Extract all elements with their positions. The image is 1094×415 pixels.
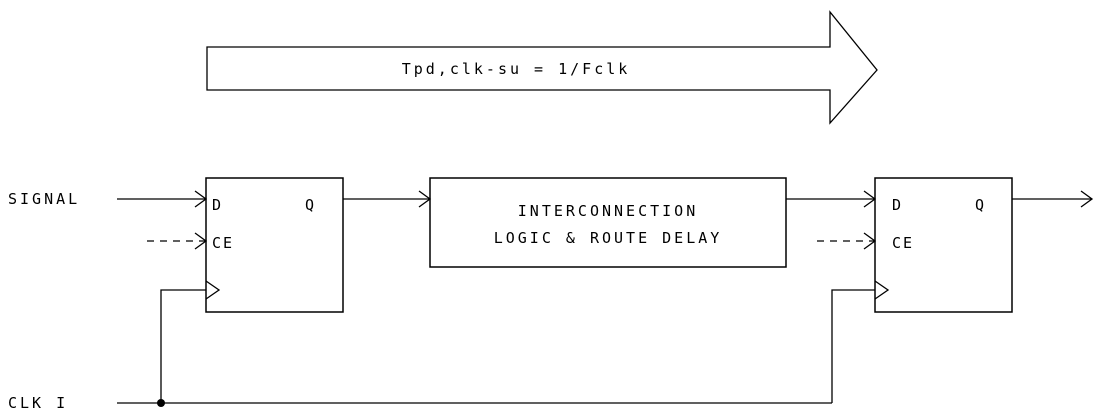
flipflop-left-clock-marker [205, 280, 221, 300]
flipflop-right-q-pin: Q [975, 196, 986, 214]
flipflop-right [874, 177, 1013, 313]
signal-arrowhead [194, 190, 208, 208]
q-to-logic-arrowhead [418, 190, 432, 208]
flipflop-left-ce-pin: CE [212, 234, 234, 252]
flipflop-left-q-pin: Q [305, 196, 316, 214]
timing-arrow [206, 10, 878, 125]
flipflop-right-d-pin: D [892, 196, 903, 214]
timing-arrow-label: Tpd,clk-su = 1/Fclk [402, 60, 631, 78]
signal-input-label: SIGNAL [8, 190, 80, 208]
ce-right-arrowhead [863, 232, 877, 250]
flipflop-left-d-pin: D [212, 196, 223, 214]
clock-right-branch [831, 289, 875, 403]
flipflop-right-clock-marker [874, 280, 890, 300]
clock-left-branch [160, 289, 206, 403]
output-arrowhead [1080, 190, 1094, 208]
flipflop-left [205, 177, 344, 313]
ce-left-arrowhead [194, 232, 208, 250]
flipflop-right-ce-pin: CE [892, 234, 914, 252]
clock-input-label: CLK I [8, 394, 68, 412]
logic-route-delay-block [429, 177, 787, 268]
logic-to-d-arrowhead [863, 190, 877, 208]
clock-junction-dot [157, 399, 165, 407]
logic-block-line2: LOGIC & ROUTE DELAY [494, 229, 723, 247]
logic-block-line1: INTERCONNECTION [518, 202, 698, 220]
